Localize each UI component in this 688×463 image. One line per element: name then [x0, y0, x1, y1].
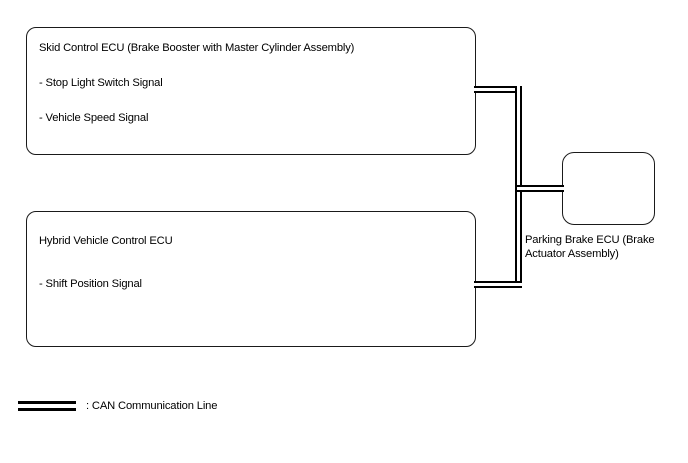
skid-control-signal-stop-light-switch: - Stop Light Switch Signal — [39, 77, 163, 89]
can-line-symbol-icon — [18, 401, 76, 411]
can-line-hybrid-control-stub — [474, 281, 522, 288]
can-line-parking-brake-stub — [517, 185, 564, 192]
legend: : CAN Communication Line — [18, 400, 217, 412]
parking-brake-ecu-label-line-2: Actuator Assembly) — [525, 247, 619, 260]
skid-control-ecu-title: Skid Control ECU (Brake Booster with Mas… — [39, 42, 355, 54]
ecu-box-parking-brake — [562, 152, 655, 225]
can-line-skid-control-stub — [474, 86, 522, 93]
ecu-box-skid-control: Skid Control ECU (Brake Booster with Mas… — [26, 27, 476, 155]
hybrid-vehicle-control-signal-shift-position: - Shift Position Signal — [39, 278, 142, 290]
skid-control-signal-vehicle-speed: - Vehicle Speed Signal — [39, 112, 149, 124]
parking-brake-ecu-label: Parking Brake ECU (Brake Actuator Assemb… — [525, 234, 685, 261]
ecu-box-hybrid-vehicle-control: Hybrid Vehicle Control ECU - Shift Posit… — [26, 211, 476, 347]
hybrid-vehicle-control-ecu-title: Hybrid Vehicle Control ECU — [39, 235, 173, 247]
legend-label: : CAN Communication Line — [86, 400, 218, 412]
parking-brake-ecu-label-line-1: Parking Brake ECU (Brake — [525, 234, 655, 246]
